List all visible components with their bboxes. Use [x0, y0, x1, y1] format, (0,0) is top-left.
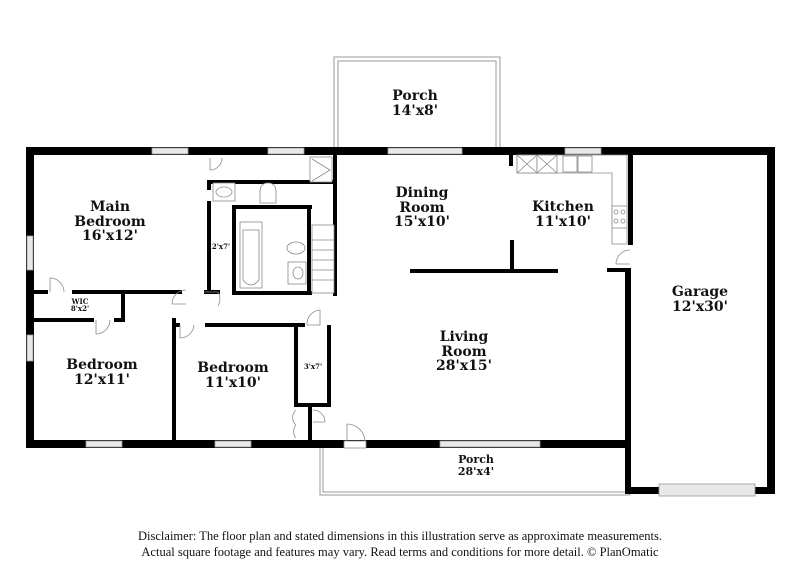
room-name: Bedroom: [66, 357, 138, 373]
room-dims: 2'x7': [211, 242, 231, 251]
room-name: Garage: [671, 284, 729, 300]
room-dims: 12'x30': [672, 298, 728, 315]
room-label-closet-2x7: 2'x7': [211, 242, 231, 251]
room-dims: 11'x10': [205, 374, 261, 391]
room-label-main-bedroom: Main Bedroom 16'x12': [74, 200, 145, 244]
room-label-dining-room: Dining Room 15'x10': [394, 186, 450, 230]
room-label-living-room: Living Room 28'x15': [436, 330, 492, 374]
disclaimer: Disclaimer: The floor plan and stated di…: [0, 528, 800, 560]
room-name: Porch: [458, 453, 494, 466]
windows: [26, 147, 756, 497]
room-label-bedroom-2: Bedroom 11'x10': [197, 361, 268, 390]
room-dims: 3'x7': [303, 362, 323, 371]
doors: [49, 157, 631, 449]
disclaimer-line-1: Disclaimer: The floor plan and stated di…: [138, 529, 662, 543]
room-dims: 28'x15': [436, 358, 492, 375]
room-label-front-porch: Porch 28'x4': [458, 454, 494, 477]
interior-walls: [34, 150, 631, 446]
room-label-bedroom-1: Bedroom 12'x11': [66, 358, 137, 387]
room-dims: 16'x12': [82, 228, 138, 245]
room-label-back-porch: Porch 14'x8': [392, 89, 438, 118]
room-name: Kitchen: [532, 199, 594, 215]
room-label-wic: WIC 8'x2': [71, 298, 89, 313]
room-name: Bedroom: [74, 213, 146, 230]
room-label-garage: Garage 12'x30': [672, 285, 728, 314]
room-name: Main: [89, 199, 131, 215]
room-name: Porch: [392, 88, 438, 104]
room-name: Living: [439, 329, 489, 345]
room-name: WIC: [71, 297, 89, 306]
room-dims: 12'x11': [74, 371, 130, 388]
fixtures: [212, 154, 628, 294]
room-name: Room: [399, 199, 445, 216]
room-label-closet-3x7: 3'x7': [303, 362, 323, 371]
room-dims: 15'x10': [394, 214, 450, 231]
room-label-kitchen: Kitchen 11'x10': [532, 200, 594, 229]
room-dims: 28'x4': [457, 464, 495, 478]
room-name: Dining: [395, 185, 449, 201]
room-dims: 14'x8': [391, 102, 439, 119]
room-dims: 11'x10': [535, 213, 591, 230]
disclaimer-line-2: Actual square footage and features may v…: [141, 545, 659, 559]
room-name: Room: [441, 343, 487, 360]
room-name: Bedroom: [197, 360, 269, 376]
room-dims: 8'x2': [70, 304, 90, 314]
